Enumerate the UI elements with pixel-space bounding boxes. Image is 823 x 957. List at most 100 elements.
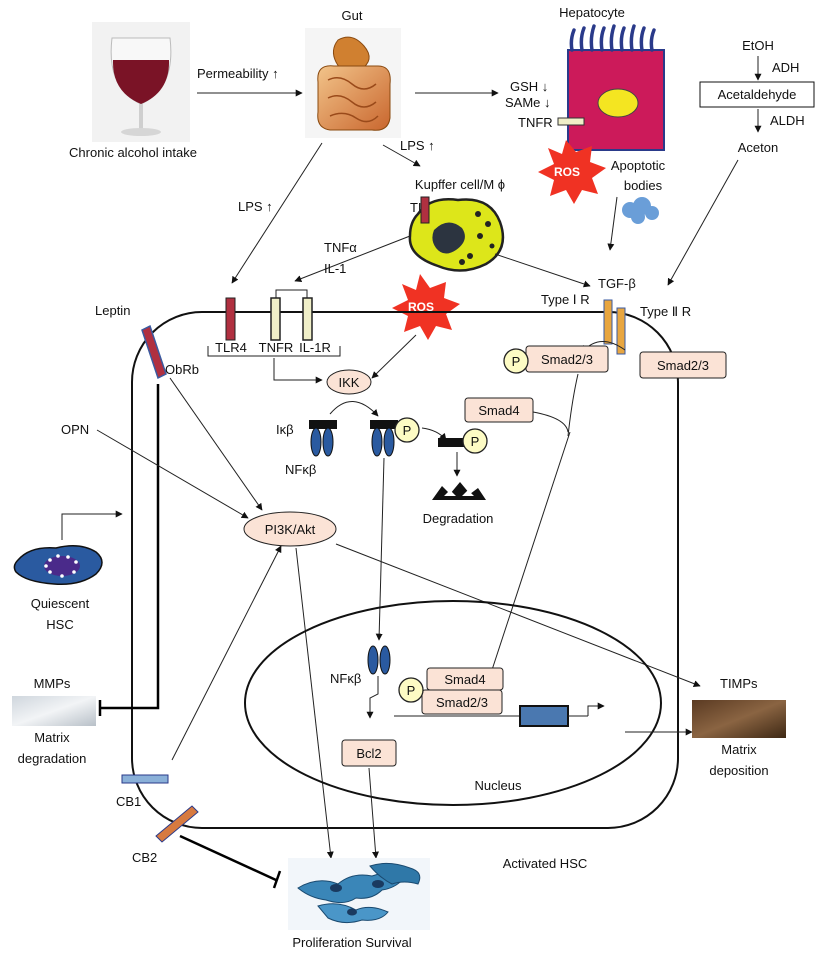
pi3k-to-proliferation-arrow [295, 547, 334, 859]
degradation-label: Degradation [423, 511, 494, 526]
apoptotic-label-2: bodies [624, 178, 663, 193]
gsh-label: GSH ↓ [510, 79, 548, 94]
activated-hsc-cell-outline [131, 311, 679, 829]
smad23-receptor-label: Smad2/3 [657, 358, 709, 373]
hepatocyte-cell-icon [557, 24, 665, 151]
gut-label: Gut [342, 8, 363, 23]
matrix-deposition-image [692, 700, 786, 738]
ikk-node [326, 369, 372, 395]
tnfr-label: TNFR [259, 340, 294, 355]
quiescent-label-1: Quiescent [31, 596, 90, 611]
cb2-inhibition-tee [272, 870, 282, 889]
activated-hsc-label: Activated HSC [503, 856, 588, 871]
obrb-receptor [141, 324, 167, 380]
ikb-phospho-label: P [403, 423, 412, 438]
transcription-arrow [587, 702, 605, 716]
pi3k-to-timps-arrow [335, 543, 701, 687]
nuclear-smad23-node [421, 689, 503, 715]
pi3k-akt-node [243, 511, 337, 547]
phospho-ikb-nfkb-complex [370, 417, 420, 457]
smad23-label: Smad2/3 [541, 352, 593, 367]
kupffer-to-tgfb-arrow [494, 253, 591, 288]
il1r-label: IL-1R [299, 340, 331, 355]
tnfr-il1r-linker [275, 289, 308, 298]
lps-left-label: LPS ↑ [238, 199, 273, 214]
target-gene-box [519, 705, 569, 727]
kupffer-to-cytokine-arrow [294, 235, 411, 282]
aceton-label: Aceton [738, 140, 778, 155]
tgfb-label: TGF-β [598, 276, 636, 291]
bcl2-to-proliferation-arrow [368, 767, 380, 859]
nfkb-label: NFκβ [285, 462, 316, 477]
tnfr-receptor [270, 297, 281, 341]
receptor-group-bracket [207, 346, 341, 357]
cb1-label: CB1 [116, 794, 141, 809]
smad23-phospho-label: P [512, 354, 521, 369]
tgfb-type1-receptor [603, 299, 613, 345]
smad-to-nucleus-arrow [488, 431, 571, 677]
tlr4-receptor [225, 297, 236, 341]
hepatocyte-tnfr-label: TNFR [518, 115, 553, 130]
il1-label: IL-1 [324, 261, 346, 276]
same-label: SAMe ↓ [505, 95, 551, 110]
smad-merge-line [532, 373, 579, 437]
nucleus-label: Nucleus [475, 778, 522, 793]
matrix-deposition-label-2: deposition [709, 763, 768, 778]
matrix-degradation-label-2: degradation [18, 751, 87, 766]
free-ikb-phospho-circle [462, 428, 488, 454]
nfkb-to-bcl2-arrow [366, 676, 379, 719]
ikk-label: IKK [339, 375, 360, 390]
leptin-label: Leptin [95, 303, 130, 318]
nucleus-outline [244, 600, 662, 806]
smad4-label: Smad4 [478, 403, 519, 418]
nuclear-nfkb [367, 645, 391, 675]
acetaldehyde-box [699, 81, 815, 108]
type2r-label: Type Ⅱ R [640, 304, 691, 319]
apoptotic-bodies-icon [622, 197, 659, 224]
ros-burst-cell: ROS [392, 274, 460, 340]
matrix-degradation-label-1: Matrix [34, 730, 70, 745]
svg-text:ROS: ROS [408, 300, 434, 314]
il1r-receptor [302, 297, 313, 341]
nuclear-smad4-label: Smad4 [444, 672, 485, 687]
nuclear-nfkb-label: NFκβ [330, 671, 361, 686]
cb1-receptor [121, 774, 169, 784]
tnfa-label: TNFα [324, 240, 357, 255]
obrb-mmp-inhibition [100, 384, 160, 710]
etoh-label: EtOH [742, 38, 774, 53]
apoptotic-to-tgfb-arrow [607, 196, 618, 251]
ros-to-ikk-arrow [371, 334, 417, 379]
obrb-label: ObRb [165, 362, 199, 377]
lps-tlr4-arrow [231, 142, 323, 284]
smad4-node [464, 397, 534, 423]
wine-glass-icon [92, 22, 190, 142]
quiescent-activation-arrow [61, 510, 123, 540]
obrb-to-pi3k-arrow [169, 377, 263, 511]
opn-label: OPN [61, 422, 89, 437]
quiescent-label-2: HSC [46, 617, 73, 632]
hepatocyte-label: Hepatocyte [559, 5, 625, 20]
bcl2-node [341, 739, 397, 767]
ikk-phosphorylation-arrow [329, 401, 379, 417]
receptors-to-ikk-arrow [273, 358, 323, 384]
nuclear-smad-phospho-circle [398, 677, 424, 703]
free-ikb-phospho-label: P [471, 434, 480, 449]
pi3k-label: PI3K/Akt [265, 522, 316, 537]
degradation-fragments-icon [432, 482, 486, 500]
chronic-alcohol-label: Chronic alcohol intake [69, 145, 197, 160]
tlr4-label: TLR4 [215, 340, 247, 355]
acetaldehyde-label: Acetaldehyde [718, 87, 797, 102]
smad23-phospho-circle [503, 348, 529, 374]
aceton-to-typeII-arrow [667, 159, 739, 286]
timps-label: TIMPs [720, 676, 758, 691]
free-ikb [438, 438, 464, 447]
lps-kupffer-label: LPS ↑ [400, 138, 435, 153]
aldh-label: ALDH [770, 113, 805, 128]
cb2-inhibition-line [179, 834, 277, 882]
smad23-receptor-node [639, 351, 727, 379]
cb2-receptor [155, 805, 199, 843]
proliferation-label: Proliferation Survival [292, 935, 411, 950]
ros-burst-hepatocyte: ROS [538, 140, 606, 204]
kupffer-cell-icon [408, 196, 505, 272]
